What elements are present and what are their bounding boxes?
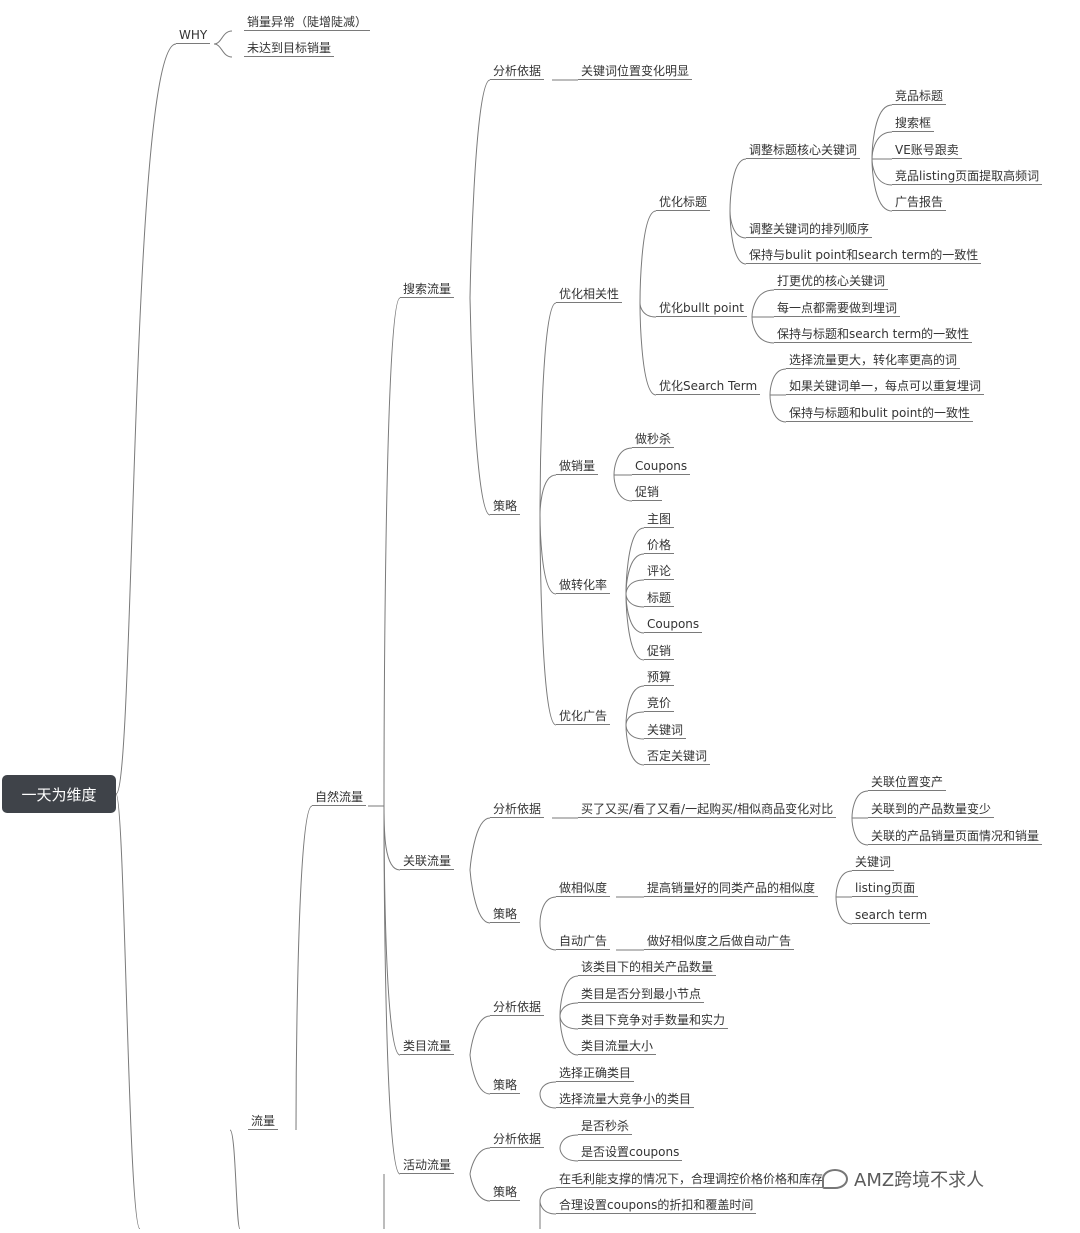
category-strategy-node[interactable]: 策略: [490, 1078, 521, 1094]
watermark-text: AMZ跨境不求人: [854, 1170, 985, 1191]
bp-item[interactable]: 每一点都需要做到埋词: [774, 301, 901, 317]
title-opt-node[interactable]: 优化标题: [656, 195, 711, 211]
related-analysis-sub[interactable]: 关联到的产品数量变少: [868, 802, 995, 818]
similarity-sub[interactable]: 关键词: [852, 855, 895, 871]
ads-item[interactable]: 否定关键词: [644, 749, 711, 765]
ads-item[interactable]: 竞价: [644, 696, 675, 712]
conversion-item[interactable]: 评论: [644, 564, 675, 580]
related-strategy-node[interactable]: 策略: [490, 907, 521, 923]
st-item[interactable]: 如果关键词单一，每点可以重复埋词: [786, 379, 985, 395]
auto-ads-item[interactable]: 做好相似度之后做自动广告: [644, 934, 795, 950]
category-analysis-item[interactable]: 该类目下的相关产品数量: [578, 960, 717, 976]
st-item[interactable]: 保持与标题和bulit point的一致性: [786, 406, 974, 422]
category-analysis-node[interactable]: 分析依据: [490, 1000, 545, 1016]
sales-item[interactable]: Coupons: [632, 459, 691, 475]
title-core-item[interactable]: VE账号跟卖: [892, 143, 962, 159]
title-consistency-node[interactable]: 保持与bulit point和search term的一致性: [746, 248, 982, 264]
activity-strategy-item[interactable]: 在毛利能支撑的情况下，合理调控价格价格和库存: [556, 1172, 827, 1188]
search-traffic-node[interactable]: 搜索流量: [400, 282, 455, 298]
activity-analysis-item[interactable]: 是否设置coupons: [578, 1145, 683, 1161]
root-node[interactable]: 一天为维度: [2, 775, 116, 813]
ads-item[interactable]: 关键词: [644, 723, 687, 739]
related-analysis-sub[interactable]: 关联位置变产: [868, 775, 947, 791]
category-analysis-item[interactable]: 类目下竞争对手数量和实力: [578, 1013, 729, 1029]
similarity-node[interactable]: 做相似度: [556, 881, 611, 897]
activity-analysis-item[interactable]: 是否秒杀: [578, 1119, 633, 1135]
conversion-item[interactable]: 主图: [644, 512, 675, 528]
st-opt-node[interactable]: 优化Search Term: [656, 379, 761, 395]
category-analysis-item[interactable]: 类目是否分到最小节点: [578, 987, 705, 1003]
ads-item[interactable]: 预算: [644, 670, 675, 686]
st-item[interactable]: 选择流量更大，转化率更高的词: [786, 353, 961, 369]
conversion-node[interactable]: 做转化率: [556, 578, 611, 594]
sales-item[interactable]: 促销: [632, 485, 663, 501]
activity-analysis-node[interactable]: 分析依据: [490, 1132, 545, 1148]
search-strategy-node[interactable]: 策略: [490, 499, 521, 515]
category-traffic-node[interactable]: 类目流量: [400, 1039, 455, 1055]
title-core-item[interactable]: 竞品标题: [892, 89, 947, 105]
related-traffic-node[interactable]: 关联流量: [400, 854, 455, 870]
category-analysis-item[interactable]: 类目流量大小: [578, 1039, 657, 1055]
sales-item[interactable]: 做秒杀: [632, 432, 675, 448]
relevance-node[interactable]: 优化相关性: [556, 287, 623, 303]
category-strategy-item[interactable]: 选择正确类目: [556, 1066, 635, 1082]
title-core-node[interactable]: 调整标题核心关键词: [746, 143, 861, 159]
auto-ads-node[interactable]: 自动广告: [556, 934, 611, 950]
activity-strategy-node[interactable]: 策略: [490, 1185, 521, 1201]
why-item[interactable]: 未达到目标销量: [244, 41, 335, 57]
activity-strategy-item[interactable]: 合理设置coupons的折扣和覆盖时间: [556, 1198, 757, 1214]
traffic-node[interactable]: 流量: [248, 1114, 279, 1130]
related-analysis-node[interactable]: 分析依据: [490, 802, 545, 818]
title-core-item[interactable]: 搜索框: [892, 116, 935, 132]
search-analysis-node[interactable]: 分析依据: [490, 64, 545, 80]
title-core-item[interactable]: 竞品listing页面提取高频词: [892, 169, 1043, 185]
title-order-node[interactable]: 调整关键词的排列顺序: [746, 222, 873, 238]
activity-traffic-node[interactable]: 活动流量: [400, 1158, 455, 1174]
related-analysis-sub[interactable]: 关联的产品销量页面情况和销量: [868, 829, 1043, 845]
watermark: AMZ跨境不求人: [822, 1166, 984, 1192]
conversion-item[interactable]: 促销: [644, 644, 675, 660]
why-item[interactable]: 销量异常（陡增陡减）: [244, 15, 371, 31]
related-analysis-item[interactable]: 买了又买/看了又看/一起购买/相似商品变化对比: [578, 802, 837, 818]
sales-node[interactable]: 做销量: [556, 459, 599, 475]
title-core-item[interactable]: 广告报告: [892, 195, 947, 211]
similarity-sub[interactable]: search term: [852, 908, 931, 924]
category-strategy-item[interactable]: 选择流量大竞争小的类目: [556, 1092, 695, 1108]
wechat-logo-icon: [822, 1169, 848, 1189]
bp-opt-node[interactable]: 优化bullt point: [656, 301, 748, 317]
similarity-sub[interactable]: listing页面: [852, 881, 919, 897]
conversion-item[interactable]: Coupons: [644, 617, 703, 633]
bp-item[interactable]: 保持与标题和search term的一致性: [774, 327, 973, 343]
natural-traffic-node[interactable]: 自然流量: [312, 790, 367, 806]
why-node[interactable]: WHY: [176, 28, 211, 44]
conversion-item[interactable]: 价格: [644, 538, 675, 554]
conversion-item[interactable]: 标题: [644, 591, 675, 607]
search-analysis-item[interactable]: 关键词位置变化明显: [578, 64, 693, 80]
similarity-item[interactable]: 提高销量好的同类产品的相似度: [644, 881, 819, 897]
bp-item[interactable]: 打更优的核心关键词: [774, 274, 889, 290]
ads-node[interactable]: 优化广告: [556, 709, 611, 725]
